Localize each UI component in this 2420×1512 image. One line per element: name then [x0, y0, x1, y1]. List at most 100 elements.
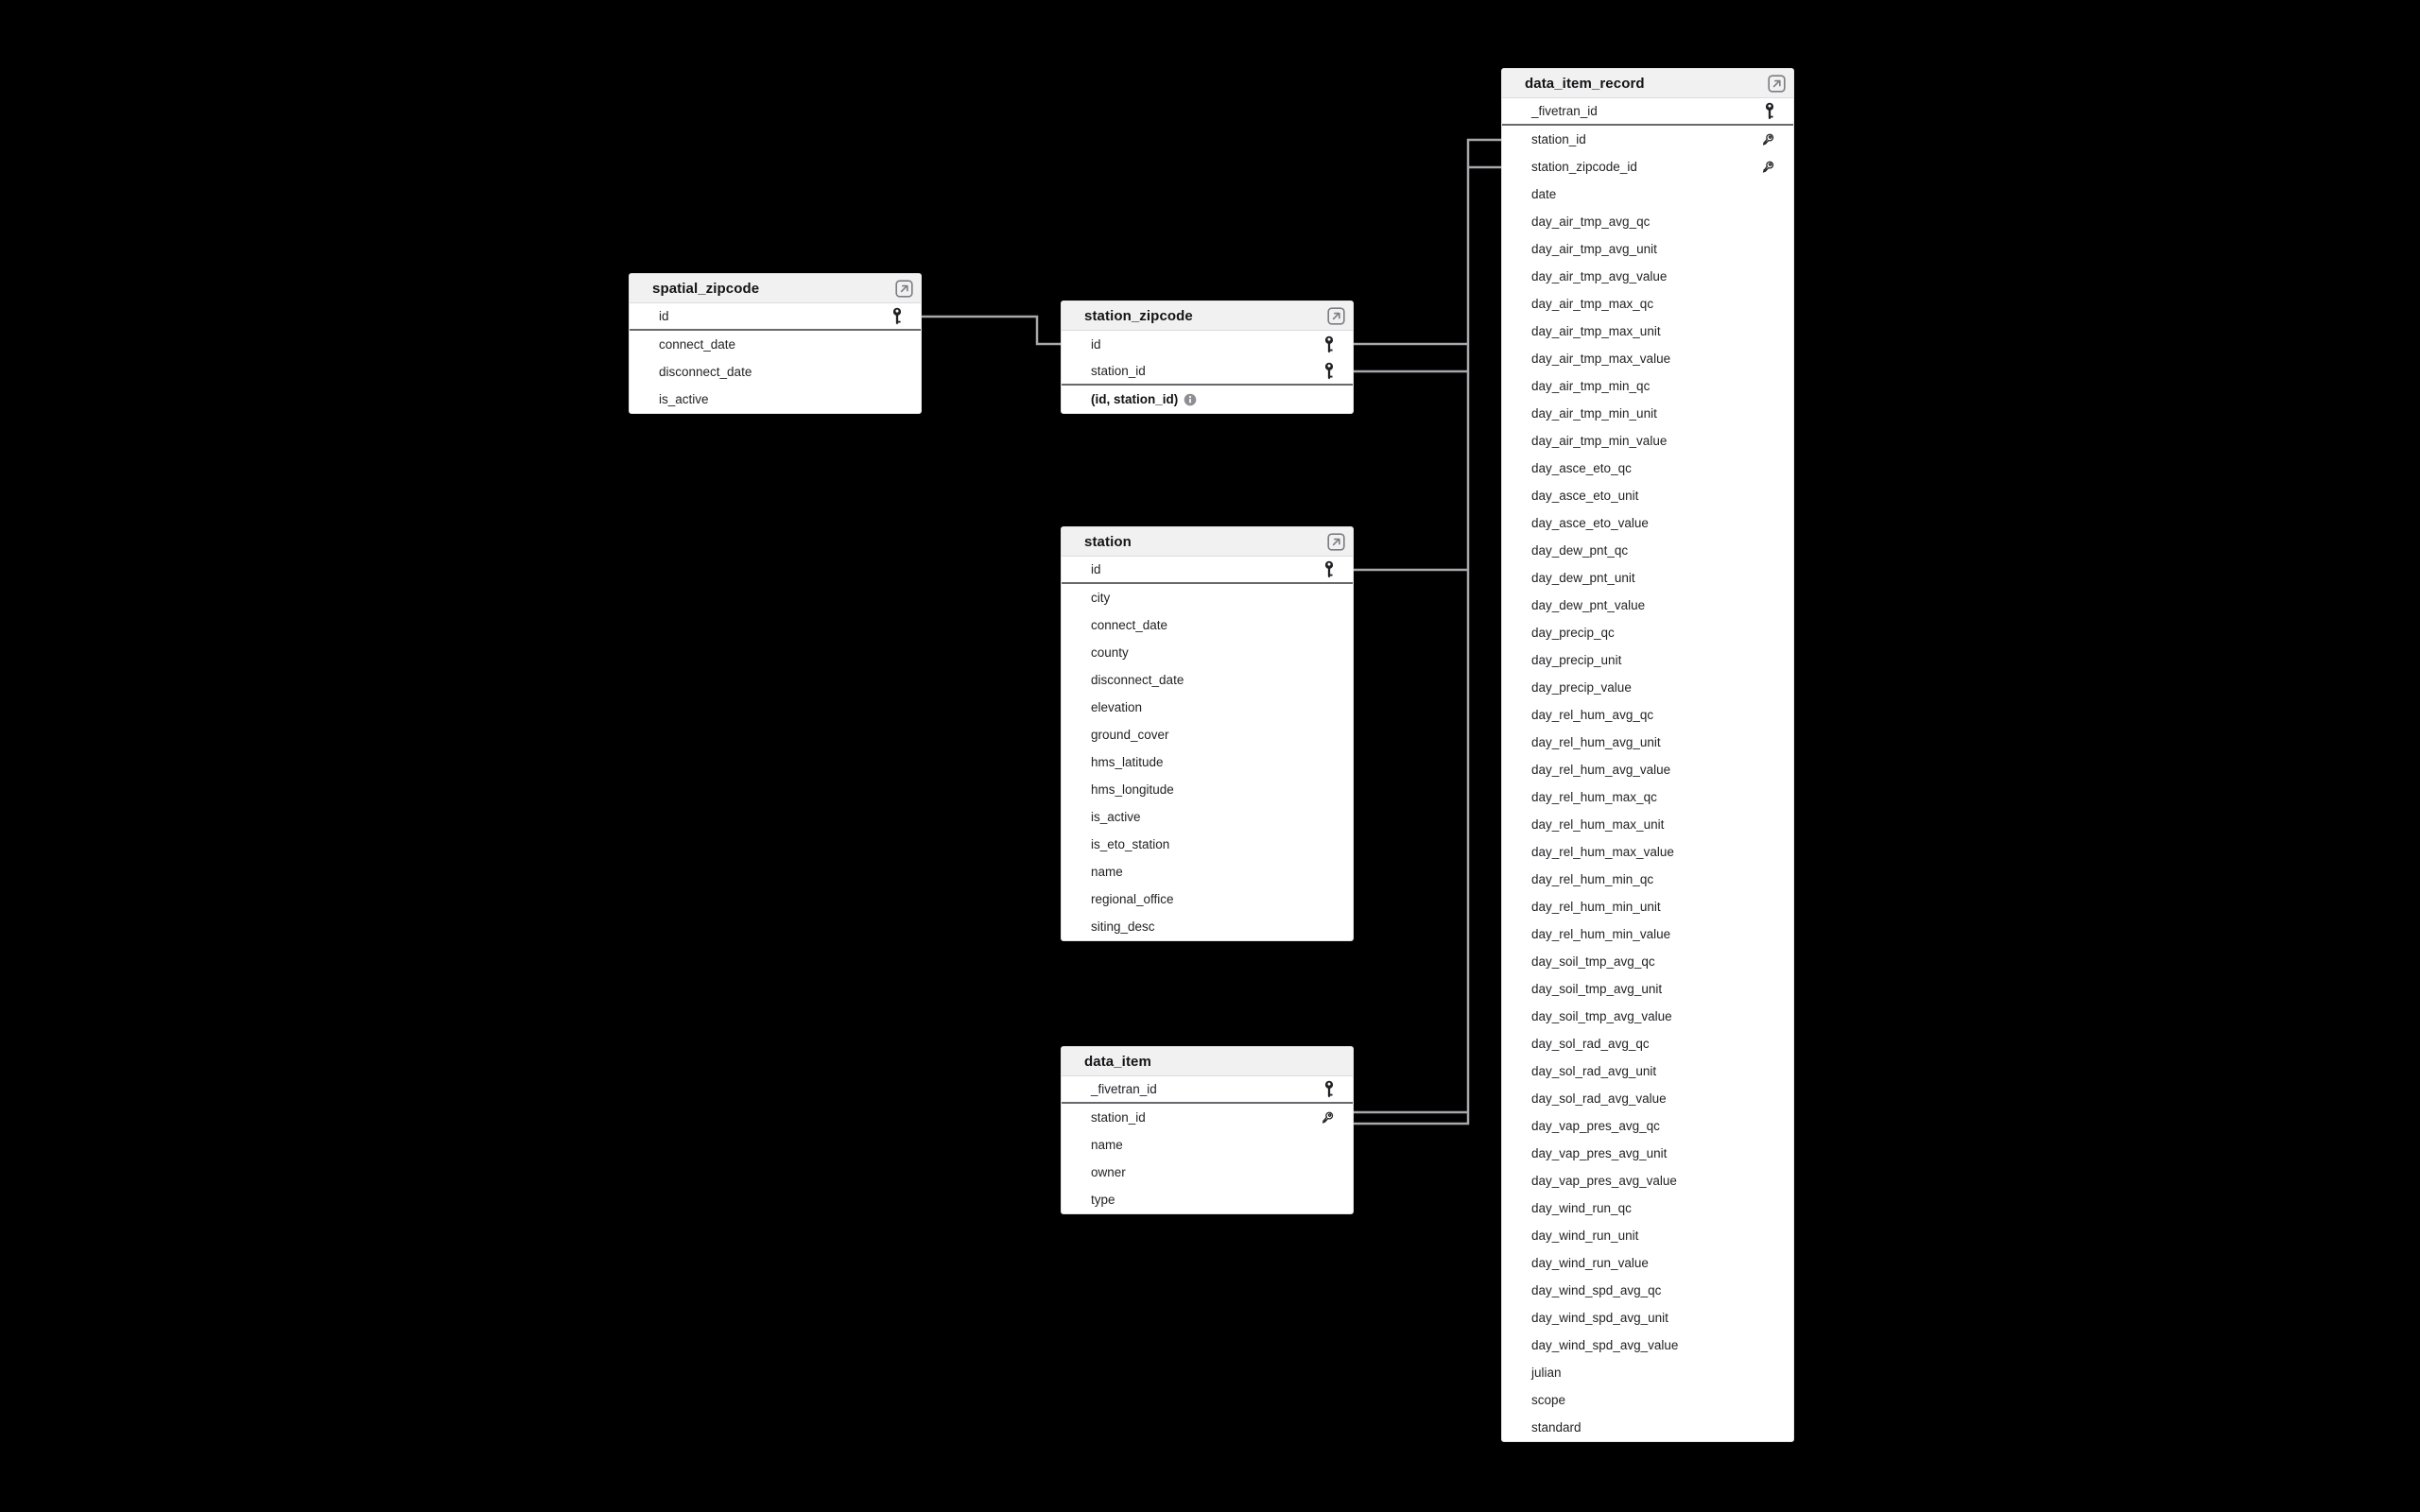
column-name: day_precip_qc [1531, 626, 1615, 640]
column-name: siting_desc [1091, 919, 1155, 934]
column-row: day_rel_hum_avg_unit [1502, 729, 1793, 756]
column-name: day_dew_pnt_unit [1531, 571, 1635, 585]
column-row: is_eto_station [1062, 831, 1353, 858]
column-row: day_air_tmp_max_unit [1502, 318, 1793, 345]
table-header[interactable]: station_zipcode [1062, 301, 1353, 331]
table-card-spatial-zipcode[interactable]: spatial_zipcode id connect_date disconnect… [629, 273, 922, 414]
column-name: connect_date [659, 337, 736, 352]
column-name: _fivetran_id [1091, 1082, 1157, 1096]
column-name: day_wind_run_unit [1531, 1228, 1639, 1243]
column-row: day_rel_hum_max_value [1502, 838, 1793, 866]
open-in-new-icon[interactable] [1768, 74, 1786, 93]
table-title: data_item [1084, 1053, 1151, 1070]
column-name: date [1531, 187, 1557, 201]
column-row: day_soil_tmp_avg_unit [1502, 975, 1793, 1003]
column-name: day_wind_run_qc [1531, 1201, 1632, 1215]
column-name: station_id [1531, 132, 1586, 146]
column-name: day_air_tmp_min_unit [1531, 406, 1657, 421]
column-name: day_rel_hum_max_unit [1531, 817, 1665, 832]
column-row: day_wind_spd_avg_unit [1502, 1304, 1793, 1332]
table-title: data_item_record [1525, 75, 1645, 92]
column-name: scope [1531, 1393, 1566, 1407]
column-name: station_id [1091, 364, 1146, 378]
column-name: day_wind_spd_avg_qc [1531, 1283, 1662, 1297]
column-row: day_vap_pres_avg_qc [1502, 1112, 1793, 1140]
relationship-line [921, 315, 1061, 346]
open-in-new-icon[interactable] [895, 279, 913, 298]
table-header[interactable]: data_item [1062, 1047, 1353, 1076]
column-row: day_wind_spd_avg_value [1502, 1332, 1793, 1359]
column-row: day_rel_hum_min_unit [1502, 893, 1793, 920]
column-name: day_air_tmp_max_unit [1531, 324, 1661, 338]
column-name: id [1091, 337, 1101, 352]
column-row: siting_desc [1062, 913, 1353, 940]
column-row: regional_office [1062, 885, 1353, 913]
column-row: scope [1502, 1386, 1793, 1414]
column-row: _fivetran_id [1502, 98, 1793, 126]
column-row: day_dew_pnt_qc [1502, 537, 1793, 564]
column-row: day_wind_spd_avg_qc [1502, 1277, 1793, 1304]
column-name: day_air_tmp_avg_unit [1531, 242, 1657, 256]
column-name: _fivetran_id [1531, 104, 1598, 118]
column-row: day_air_tmp_avg_qc [1502, 208, 1793, 235]
open-in-new-icon[interactable] [1327, 306, 1345, 325]
table-header[interactable]: station [1062, 527, 1353, 557]
column-name: day_vap_pres_avg_unit [1531, 1146, 1668, 1160]
primary-key-icon [1322, 362, 1336, 380]
column-row: day_asce_eto_unit [1502, 482, 1793, 509]
column-row: disconnect_date [630, 358, 921, 386]
column-row: day_wind_run_qc [1502, 1194, 1793, 1222]
column-name: connect_date [1091, 618, 1168, 632]
column-row: connect_date [1062, 611, 1353, 639]
column-name: day_wind_spd_avg_value [1531, 1338, 1679, 1352]
column-name: county [1091, 645, 1129, 660]
column-name: day_wind_spd_avg_unit [1531, 1311, 1668, 1325]
column-name: owner [1091, 1165, 1126, 1179]
column-row: station_id [1062, 1104, 1353, 1131]
table-header[interactable]: spatial_zipcode [630, 274, 921, 303]
relationship-line [1354, 138, 1501, 1125]
column-name: day_rel_hum_max_qc [1531, 790, 1657, 804]
foreign-key-icon [1759, 131, 1776, 148]
column-name: disconnect_date [1091, 673, 1184, 687]
column-name: is_active [659, 392, 709, 406]
column-row: elevation [1062, 694, 1353, 721]
column-row: day_asce_eto_qc [1502, 455, 1793, 482]
column-name: day_rel_hum_min_value [1531, 927, 1671, 941]
column-name: day_air_tmp_avg_qc [1531, 215, 1651, 229]
column-name: standard [1531, 1420, 1582, 1435]
column-name: day_vap_pres_avg_qc [1531, 1119, 1660, 1133]
column-row: day_vap_pres_avg_value [1502, 1167, 1793, 1194]
column-row: day_precip_unit [1502, 646, 1793, 674]
column-row: _fivetran_id [1062, 1076, 1353, 1104]
column-name: day_rel_hum_avg_qc [1531, 708, 1654, 722]
column-name: name [1091, 865, 1123, 879]
column-row: ground_cover [1062, 721, 1353, 748]
column-name: day_sol_rad_avg_unit [1531, 1064, 1657, 1078]
column-name: day_asce_eto_unit [1531, 489, 1639, 503]
column-name: elevation [1091, 700, 1143, 714]
column-name: day_asce_eto_qc [1531, 461, 1632, 475]
column-row: day_dew_pnt_unit [1502, 564, 1793, 592]
column-name: day_sol_rad_avg_qc [1531, 1037, 1650, 1051]
column-name: day_rel_hum_avg_value [1531, 763, 1671, 777]
column-name: day_air_tmp_min_value [1531, 434, 1668, 448]
column-name: id [659, 309, 669, 323]
column-row: owner [1062, 1159, 1353, 1186]
column-row: day_vap_pres_avg_unit [1502, 1140, 1793, 1167]
column-name: day_dew_pnt_value [1531, 598, 1646, 612]
table-header[interactable]: data_item_record [1502, 69, 1793, 98]
open-in-new-icon[interactable] [1327, 532, 1345, 551]
column-name: day_air_tmp_min_qc [1531, 379, 1651, 393]
column-name: day_asce_eto_value [1531, 516, 1649, 530]
column-row: day_rel_hum_min_value [1502, 920, 1793, 948]
column-row: day_air_tmp_avg_unit [1502, 235, 1793, 263]
column-row: day_sol_rad_avg_unit [1502, 1057, 1793, 1085]
column-row: day_asce_eto_value [1502, 509, 1793, 537]
column-name: day_air_tmp_max_qc [1531, 297, 1654, 311]
